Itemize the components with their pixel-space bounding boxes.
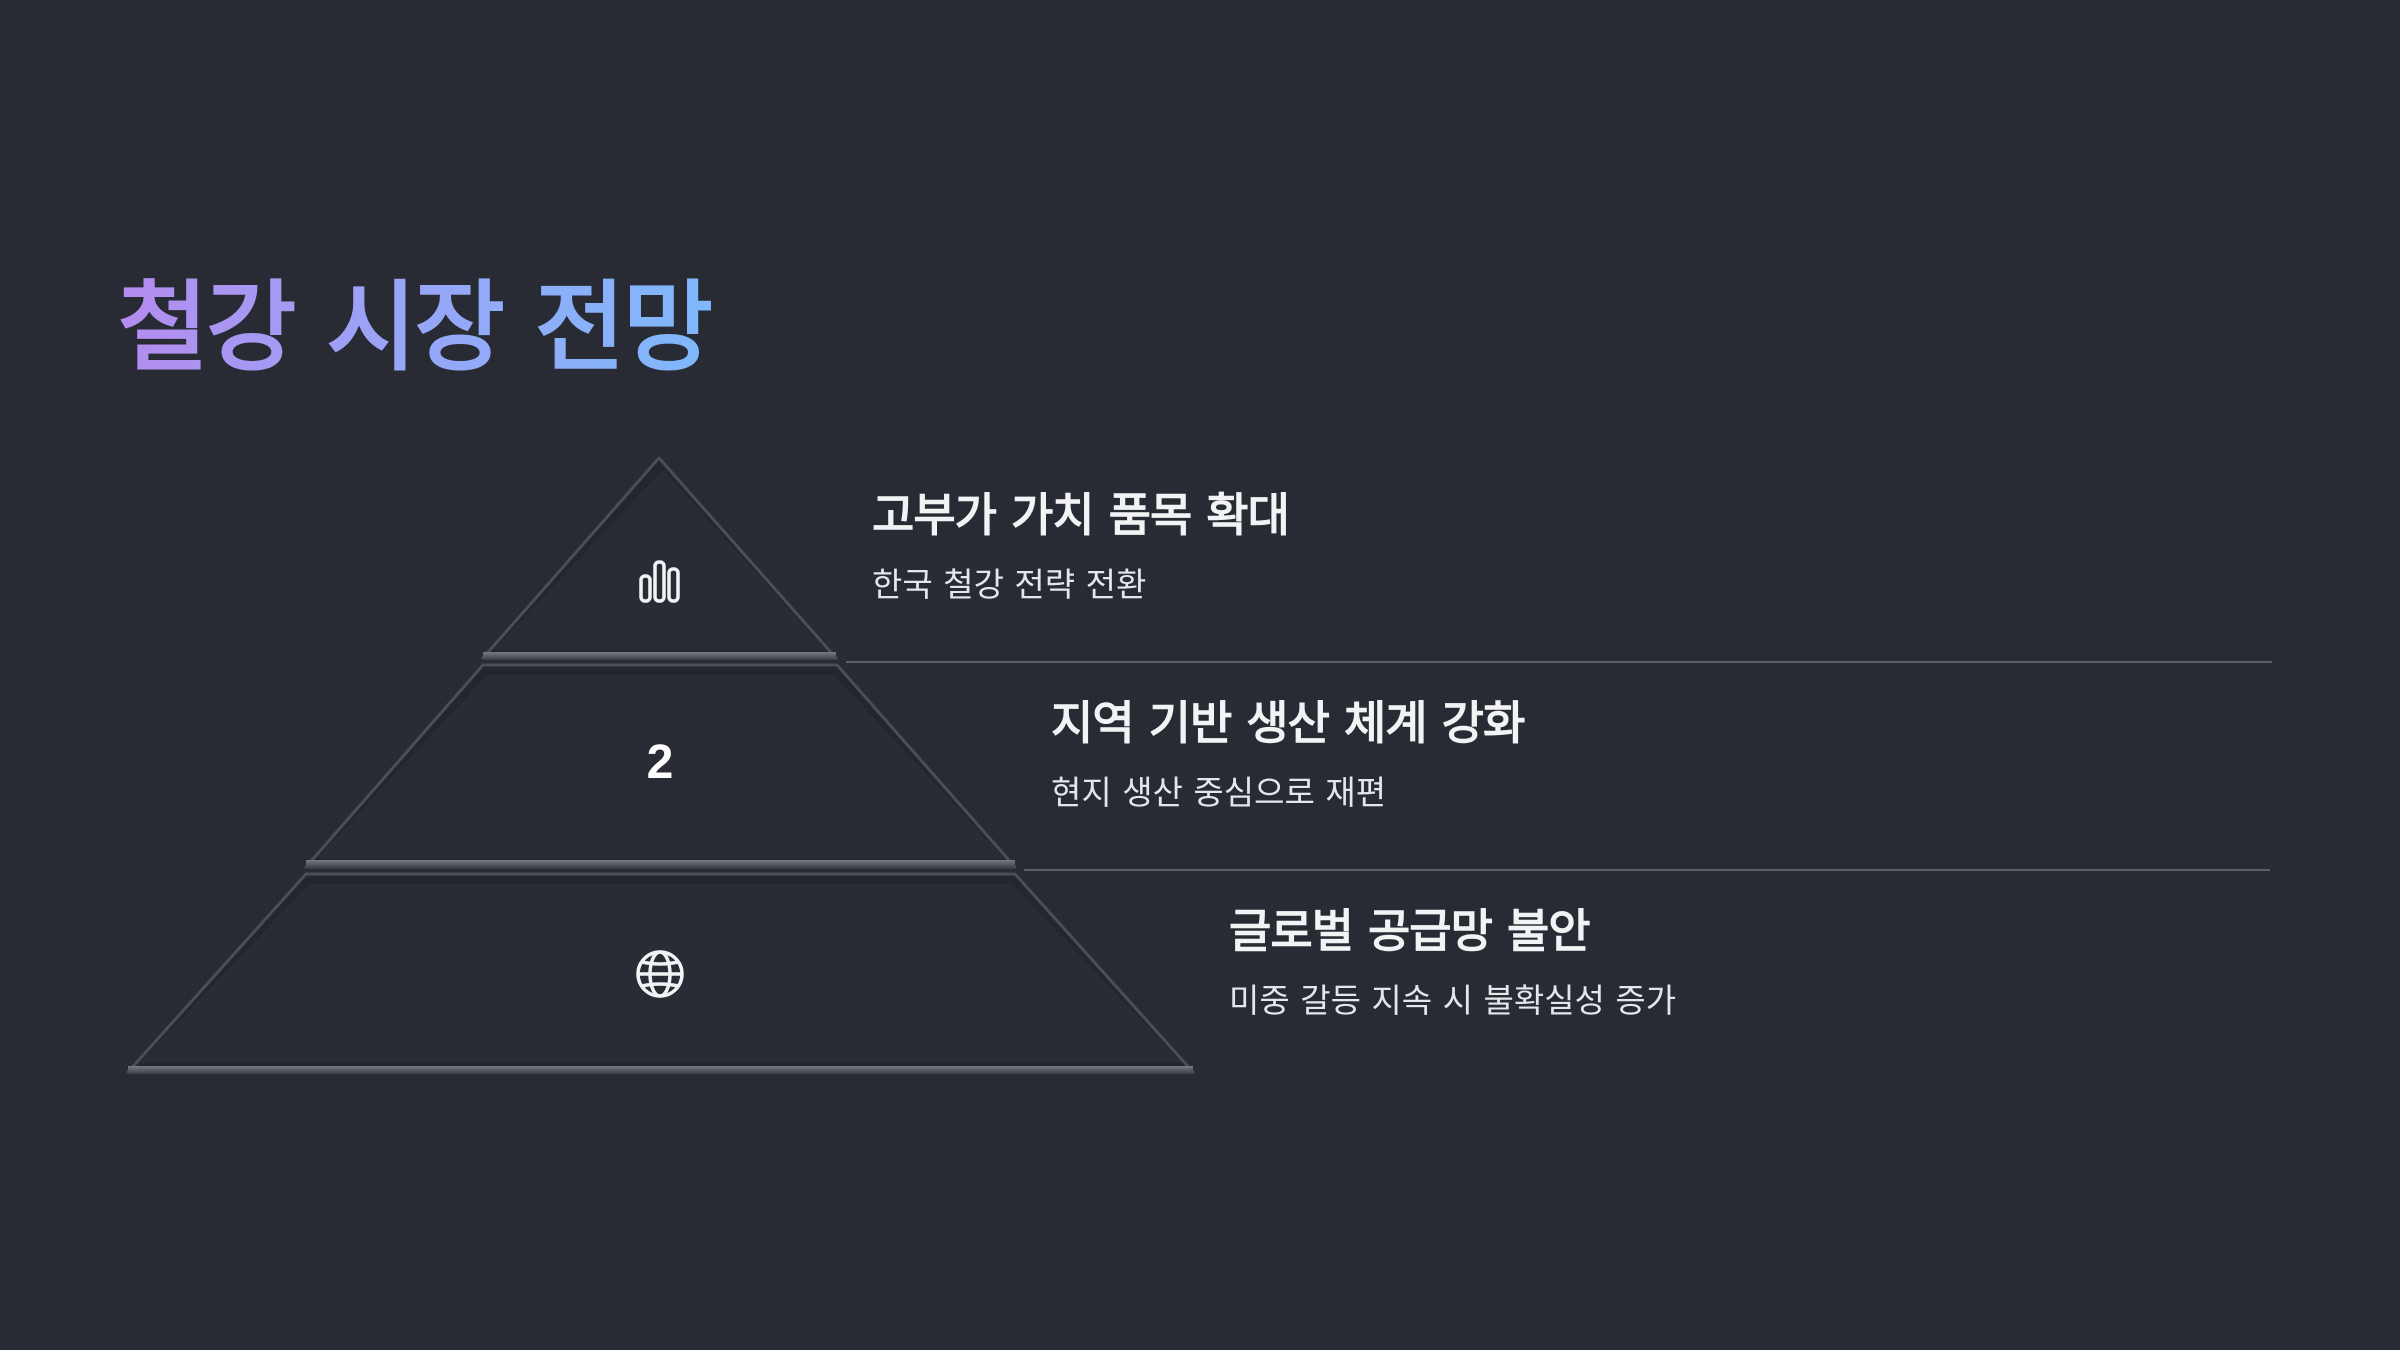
pyramid-tier-top [481,456,838,660]
tier-description: 한국 철강 전략 전환 [872,565,1147,605]
globe-icon [636,950,684,998]
bar-chart-icon [639,560,680,603]
pyramid-tier-middle [304,663,1017,869]
tier-number: 2 [646,736,674,789]
divider [846,661,2272,663]
tier-text-3: 글로벌 공급망 불안 미중 갈등 지속 시 불확실성 증가 [1229,904,1676,1021]
tier-heading: 지역 기반 생산 체계 강화 [1051,696,1525,750]
tier-heading: 고부가 가치 품목 확대 [872,488,1290,542]
tier-description: 현지 생산 중심으로 재편 [1051,773,1387,813]
tier-text-1: 고부가 가치 품목 확대 한국 철강 전략 전환 [872,488,1290,605]
tier-text-2: 지역 기반 생산 체계 강화 현지 생산 중심으로 재편 [1051,696,1525,813]
tier-heading: 글로벌 공급망 불안 [1229,904,1591,958]
divider [1024,869,2270,871]
tier-description: 미중 갈등 지속 시 불확실성 증가 [1229,981,1677,1021]
slide-title: 철강 시장 전망 [118,270,713,388]
